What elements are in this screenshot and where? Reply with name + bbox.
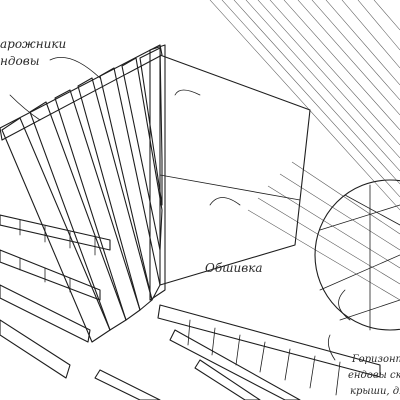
label-sheathing: Обшивка (205, 261, 263, 275)
left-rafters (0, 44, 166, 343)
sheathing-panel (159, 54, 311, 286)
detail-circle (314, 179, 400, 331)
label-bottom-right-1: Горизонт (351, 354, 400, 365)
label-bottom-right-2: ендовы ск (348, 370, 400, 381)
eave-framing (0, 214, 111, 379)
label-top-left-2: ндовы (0, 54, 40, 68)
label-top-left-1: арожники (0, 37, 66, 51)
label-bottom-right-3: крыши, дл (350, 386, 400, 397)
right-roof-boards (209, 0, 400, 301)
leader-arrows (9, 56, 351, 361)
bottom-joists (94, 304, 381, 400)
